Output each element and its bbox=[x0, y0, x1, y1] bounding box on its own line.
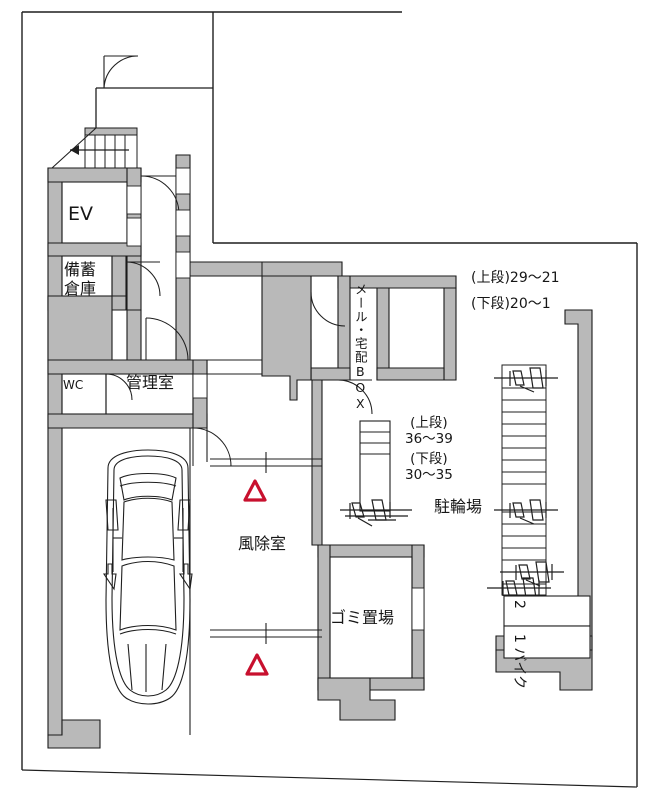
note-rack-right-lower: (下段)20～1 bbox=[471, 296, 551, 312]
note-rack-middle-upper: (上段) 36～39 bbox=[405, 415, 453, 447]
room-label-wc: WC bbox=[63, 378, 84, 392]
bike-rack-right bbox=[501, 364, 547, 596]
motorcycle-stalls bbox=[503, 595, 591, 659]
motorcycle-stall-2-label: 2 bbox=[511, 600, 527, 609]
room-label-mail-delivery-box: メール・宅配BOX bbox=[352, 283, 368, 412]
lobby-partitions bbox=[190, 262, 263, 376]
direction-markers bbox=[243, 479, 269, 676]
entry-stairs-area bbox=[51, 55, 213, 169]
car-top-view bbox=[102, 449, 193, 705]
room-label-garbage: ゴミ置場 bbox=[330, 608, 395, 627]
door-marker-bottom-icon bbox=[245, 653, 269, 676]
door-marker-top-icon bbox=[243, 479, 267, 502]
note-rack-middle-lower: (下段) 30～35 bbox=[405, 451, 453, 483]
room-label-vestibule: 風除室 bbox=[238, 534, 287, 553]
door-openings bbox=[126, 167, 425, 631]
room-label-admin: 管理室 bbox=[126, 373, 175, 392]
rail-top bbox=[210, 452, 322, 473]
room-label-ev: EV bbox=[68, 203, 94, 225]
room-label-bicycle-parking: 駐輪場 bbox=[434, 497, 483, 516]
site-boundary bbox=[21, 11, 638, 788]
note-rack-right-upper: (上段)29～21 bbox=[471, 270, 560, 286]
motorcycle-stall-1-label: 1 バイク bbox=[511, 634, 527, 690]
room-label-storage: 備蓄 倉庫 bbox=[64, 260, 97, 298]
bicycle-icon-middle bbox=[340, 499, 412, 527]
bike-rack-middle bbox=[359, 420, 391, 512]
rail-bottom bbox=[210, 623, 322, 644]
sliding-door-rails bbox=[210, 452, 322, 644]
